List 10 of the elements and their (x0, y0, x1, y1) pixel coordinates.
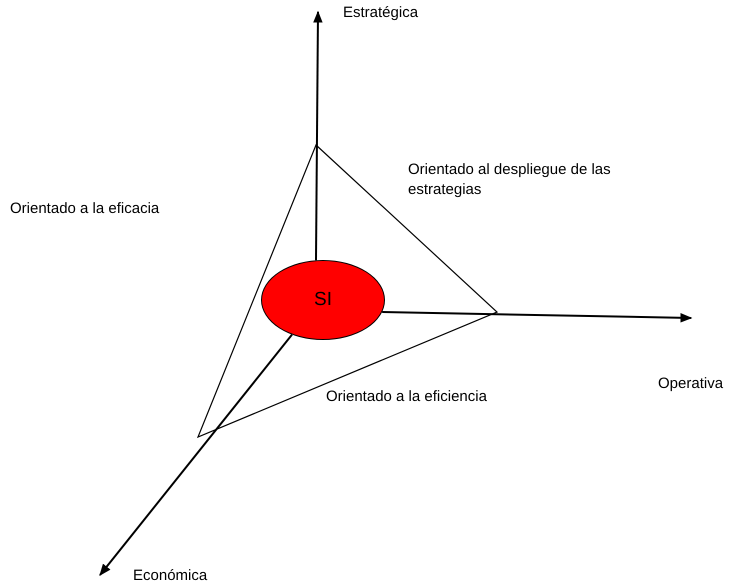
axis-label: Económica (100, 564, 220, 588)
arrow (382, 311, 692, 323)
ellipse-node: SI (261, 260, 385, 340)
region-label: Orientado a la eficacia (10, 199, 160, 219)
arrow (313, 10, 323, 260)
arrow (99, 334, 293, 576)
axis-label: Estratégica (318, 2, 430, 24)
axis-label: Operativa (650, 318, 734, 394)
region-label: Orientado a la eficiencia (326, 387, 487, 407)
region-label: Orientado al despliegue de las estrategias (408, 160, 612, 200)
